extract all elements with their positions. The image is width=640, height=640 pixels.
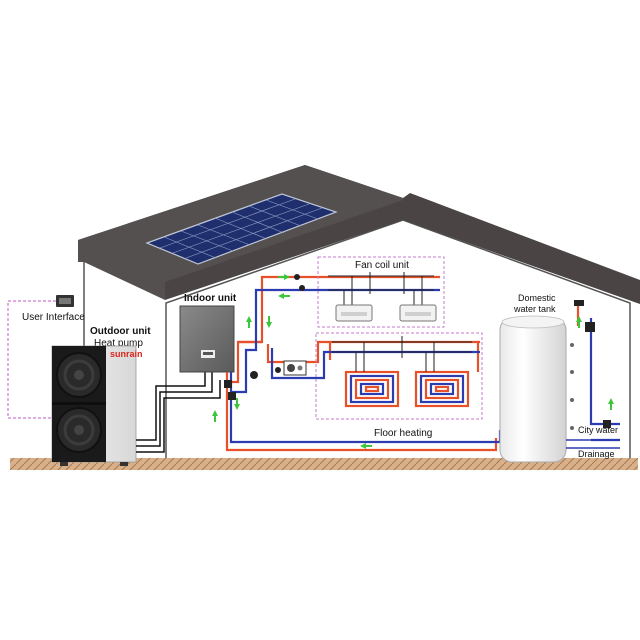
refrigerant-lines (136, 372, 221, 453)
controller-link (7, 300, 56, 419)
solar-panel-icon (145, 193, 338, 265)
heat-pump-unit-icon (51, 345, 137, 466)
floor-heating-zone (315, 332, 483, 420)
valve-icon (224, 274, 611, 428)
fan-coil-unit-label: Fan coil unit (355, 260, 409, 271)
ground-floor (10, 458, 638, 470)
fan-coil-zone (317, 256, 445, 328)
domestic-label-line2: water tank (513, 304, 556, 314)
floor-heating-manifold (332, 336, 472, 358)
floor-heating-label: Floor heating (374, 428, 432, 439)
flow-arrow-icon (212, 274, 614, 449)
water-tank-icon (499, 315, 574, 463)
indoor-unit-label: Indoor unit (184, 293, 237, 304)
pump-icon (283, 360, 307, 376)
city-water-pipe (566, 439, 620, 449)
user-interface-label: User Interface (22, 312, 85, 323)
fan-coil-icon (335, 304, 437, 322)
drainage-label: Drainage (578, 449, 615, 459)
city-water-label: City water (578, 425, 618, 435)
indoor-unit-icon (179, 305, 235, 373)
domestic-label-line1: Domestic (518, 293, 556, 303)
outdoor-unit-label: Outdoor unit (90, 326, 151, 337)
heat-pump-label: Heat pump (94, 338, 143, 349)
controller-icon (56, 295, 74, 307)
brand-label: sunrain (110, 349, 143, 359)
floor-coil-icon (344, 342, 470, 408)
fan-coil-manifold (328, 272, 434, 306)
